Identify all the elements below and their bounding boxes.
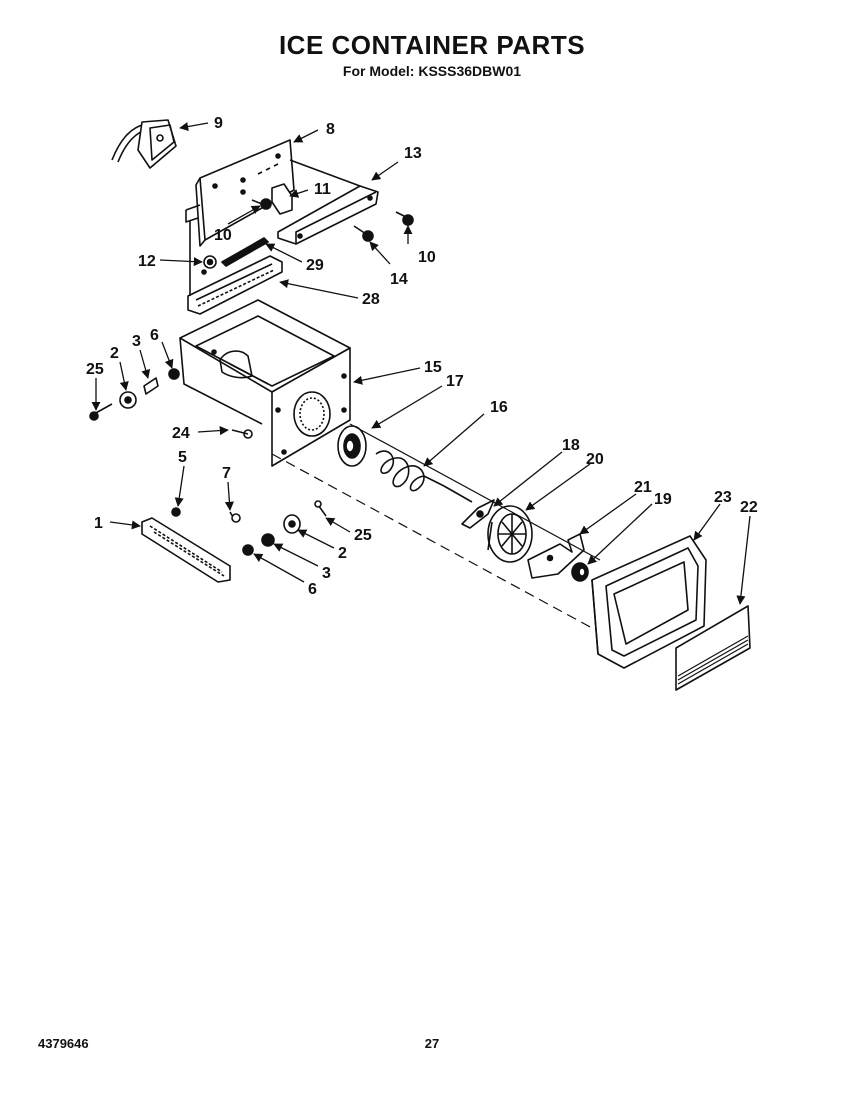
callout-14: 14 bbox=[390, 271, 408, 288]
callout-20: 20 bbox=[586, 451, 604, 468]
page-title: ICE CONTAINER PARTS bbox=[278, 30, 586, 60]
part-25-screw-left bbox=[89, 403, 113, 421]
callout-6-left: 6 bbox=[150, 327, 159, 344]
callout-1: 1 bbox=[94, 515, 103, 532]
callout-19: 19 bbox=[654, 491, 672, 508]
callout-10-left: 10 bbox=[214, 227, 232, 244]
callout-3-right: 3 bbox=[322, 565, 331, 582]
callout-22: 22 bbox=[740, 499, 758, 516]
part-1-handle bbox=[141, 517, 231, 583]
callout-18: 18 bbox=[562, 437, 580, 454]
part-24-screw bbox=[231, 429, 253, 439]
callout-11: 11 bbox=[314, 181, 331, 198]
part-6-washer-right bbox=[242, 544, 254, 556]
part-16-spring bbox=[375, 450, 473, 503]
part-18-blade bbox=[461, 499, 495, 529]
part-13-bracket bbox=[277, 159, 379, 245]
assembly-axis-line bbox=[271, 453, 593, 629]
part-2-bushing-left bbox=[119, 391, 137, 409]
callout-17: 17 bbox=[446, 373, 464, 390]
callout-15: 15 bbox=[424, 359, 442, 376]
part-11-clip bbox=[271, 183, 293, 215]
callout-labels: 9 8 13 11 10 10 14 12 29 28 15 17 16 6 3… bbox=[86, 115, 758, 598]
part-6-washer-left bbox=[168, 368, 180, 380]
callout-7: 7 bbox=[222, 465, 231, 482]
callout-25-right: 25 bbox=[354, 527, 372, 544]
part-12-nut bbox=[203, 255, 217, 269]
part-20-drum bbox=[487, 505, 533, 563]
part-15-housing bbox=[179, 299, 351, 467]
part-19-coupling bbox=[571, 562, 589, 582]
part-5-plug bbox=[171, 507, 181, 517]
page-number: 27 bbox=[424, 1036, 440, 1051]
callout-2-left: 2 bbox=[110, 345, 119, 362]
callout-6-right: 6 bbox=[308, 581, 317, 598]
callout-29: 29 bbox=[306, 257, 324, 274]
part-10-screw-right bbox=[395, 211, 414, 226]
part-22-label bbox=[675, 605, 751, 691]
part-23-bin bbox=[591, 535, 707, 669]
callout-23: 23 bbox=[714, 489, 732, 506]
part-7-screw bbox=[229, 511, 241, 523]
callout-28: 28 bbox=[362, 291, 380, 308]
part-8-plate bbox=[185, 139, 295, 247]
part-10-screw-left bbox=[251, 198, 272, 210]
callout-9: 9 bbox=[214, 115, 223, 132]
part-28-rail bbox=[187, 220, 283, 315]
callout-8: 8 bbox=[326, 121, 335, 138]
callout-12: 12 bbox=[138, 253, 156, 270]
callout-24: 24 bbox=[172, 425, 190, 442]
part-3-spacer-left bbox=[143, 377, 159, 395]
part-17-collar bbox=[337, 425, 367, 467]
leader-lines bbox=[91, 122, 751, 605]
callout-16: 16 bbox=[490, 399, 508, 416]
part-3-spacer-right bbox=[261, 533, 275, 547]
part-2-bushing-right bbox=[283, 514, 301, 534]
part-14-screw bbox=[353, 225, 374, 242]
document-number: 4379646 bbox=[38, 1036, 89, 1051]
callout-21: 21 bbox=[634, 479, 652, 496]
model-subtitle: For Model: KSSS36DBW01 bbox=[342, 63, 522, 79]
callout-25-left: 25 bbox=[86, 361, 104, 378]
part-25-screw-right bbox=[314, 500, 327, 517]
callout-5: 5 bbox=[178, 449, 187, 466]
callout-10-right: 10 bbox=[418, 249, 436, 266]
part-29-rod bbox=[221, 237, 269, 267]
assembly-axis-line-b bbox=[349, 423, 601, 561]
callout-13: 13 bbox=[404, 145, 422, 162]
callout-2-right: 2 bbox=[338, 545, 347, 562]
part-9-switch bbox=[111, 119, 177, 169]
callout-3-left: 3 bbox=[132, 333, 141, 350]
